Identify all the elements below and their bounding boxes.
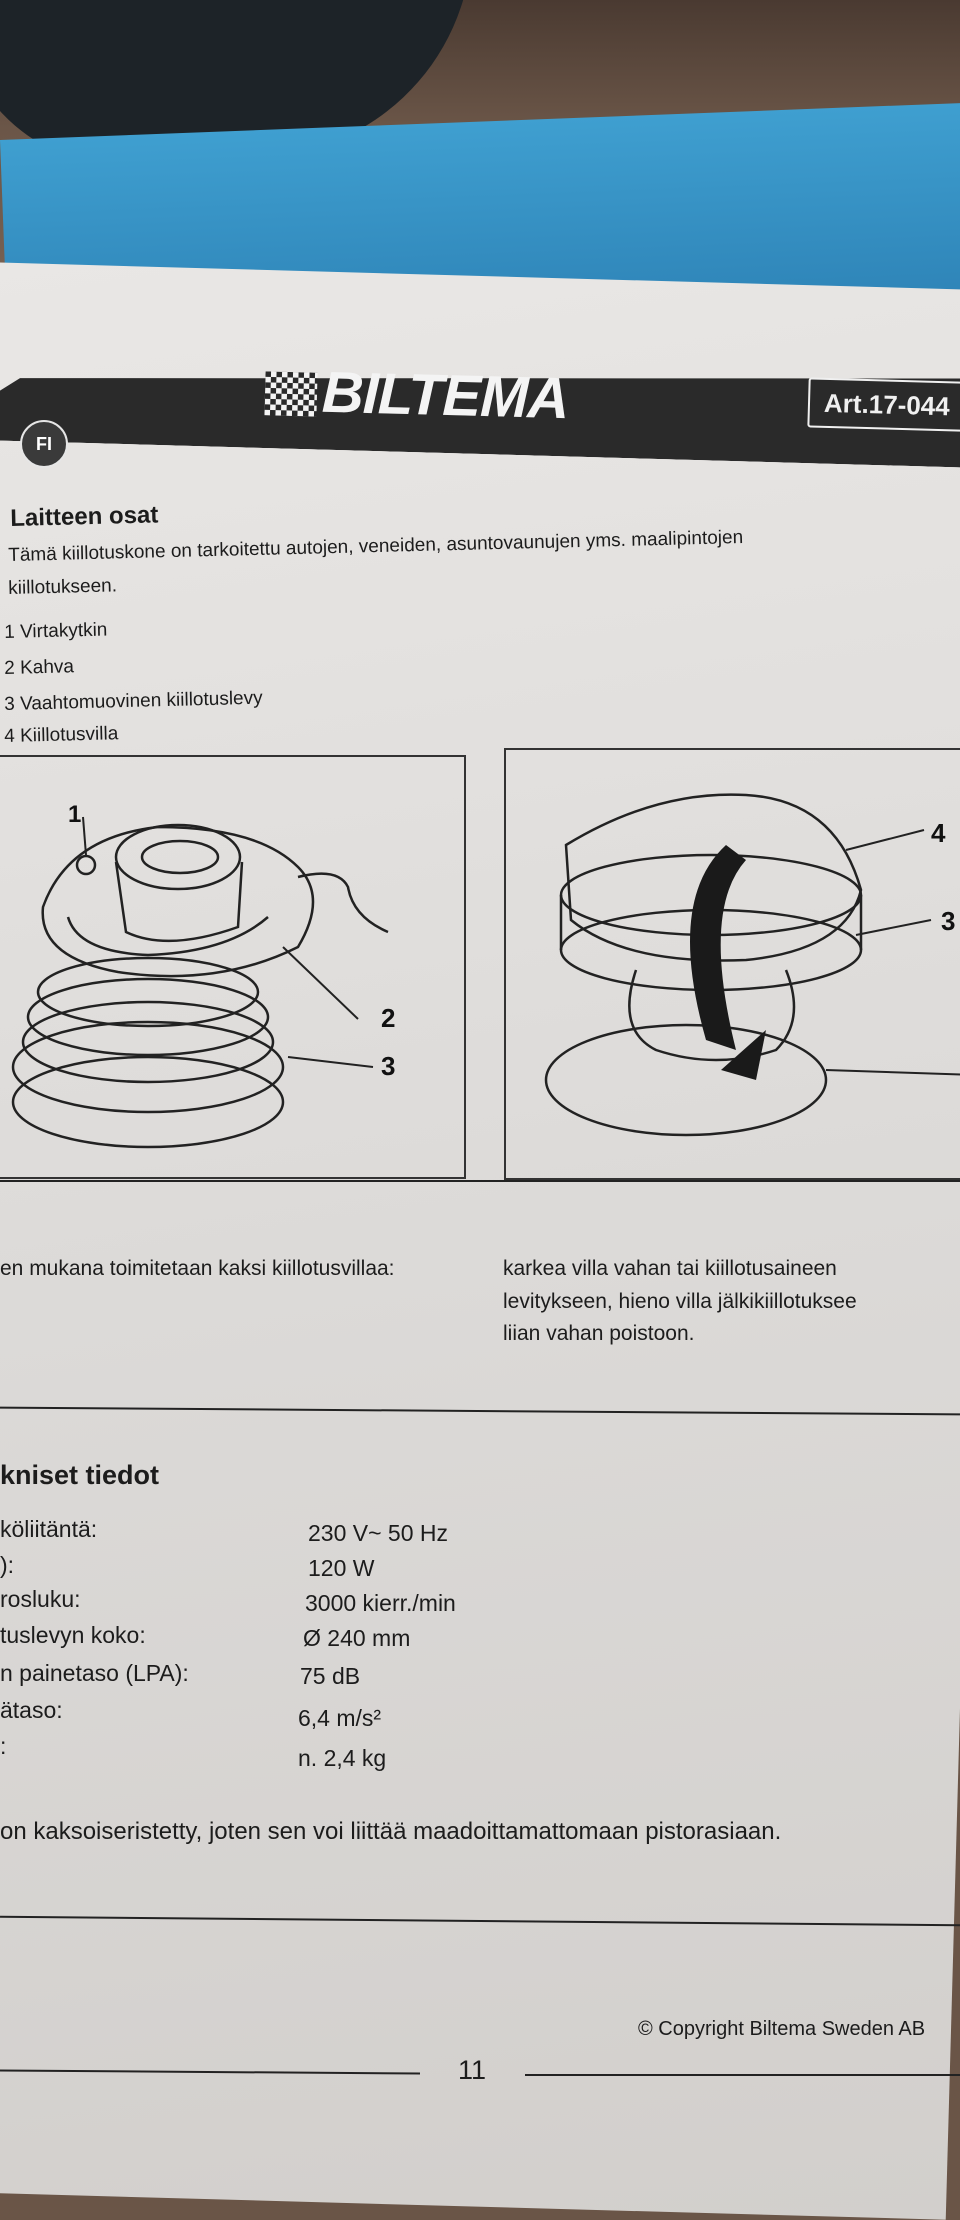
brand-logo: BILTEMA — [321, 359, 570, 432]
specs-title: kniset tiedot — [0, 1460, 160, 1490]
page-number: 11 — [458, 2055, 487, 2085]
specs-note: on kaksoiseristetty, joten sen voi liitt… — [0, 1818, 782, 1845]
spec-value-6: 6,4 m/s² — [298, 1705, 382, 1731]
spec-value-2: 120 W — [308, 1555, 375, 1581]
figure-right: 4 3 — [504, 748, 960, 1180]
spec-label-1: köliitäntä: — [0, 1516, 98, 1542]
caption-left: en mukana toimitetaan kaksi kiillotusvil… — [0, 1257, 395, 1280]
caption-right-2: levitykseen, hieno villa jälkikiillotuks… — [503, 1290, 857, 1313]
spec-value-5: 75 dB — [300, 1663, 361, 1689]
spec-value-7: n. 2,4 kg — [298, 1745, 387, 1771]
polisher-pad-illustration: 4 3 — [544, 793, 960, 1137]
footer-rule-right — [525, 2074, 960, 2076]
spec-label-7: : — [0, 1733, 7, 1759]
part-item-2: 2 Kahva — [4, 656, 75, 679]
caption-right-1: karkea villa vahan tai kiillotusaineen — [503, 1257, 837, 1280]
figure-label-2: 2 — [381, 1003, 395, 1033]
part-item-1: 1 Virtakytkin — [4, 619, 108, 643]
figure-baseline — [0, 1180, 960, 1182]
spec-label-5: n painetaso (LPA): — [0, 1660, 189, 1686]
caption-right-3: liian vahan poistoon. — [503, 1322, 695, 1345]
intro-line-2: kiillotukseen. — [8, 575, 118, 599]
figure-label-1: 1 — [68, 801, 81, 828]
copyright: © Copyright Biltema Sweden AB — [638, 2018, 926, 2040]
figure-label-3b: 3 — [941, 906, 955, 936]
spec-label-6: ätaso: — [0, 1697, 63, 1723]
spec-label-3: rosluku: — [0, 1586, 81, 1612]
spec-label-4: tuslevyn koko: — [0, 1622, 146, 1648]
spec-value-4: Ø 240 mm — [303, 1625, 411, 1651]
brand-checker-icon — [264, 371, 318, 417]
language-badge: FI — [20, 420, 68, 468]
article-number: Art.17-044 — [807, 377, 960, 433]
polisher-side-illustration: 1 2 3 — [11, 801, 395, 1149]
part-item-4: 4 Kiillotusvilla — [4, 723, 119, 747]
parts-title: Laitteen osat — [10, 501, 159, 532]
spec-value-3: 3000 kierr./min — [305, 1590, 456, 1616]
spec-value-1: 230 V~ 50 Hz — [308, 1520, 449, 1546]
figure-label-4: 4 — [931, 818, 946, 848]
figure-left: 1 2 3 — [0, 755, 466, 1179]
figure-label-3: 3 — [381, 1051, 395, 1081]
spec-label-2: ): — [0, 1552, 15, 1578]
